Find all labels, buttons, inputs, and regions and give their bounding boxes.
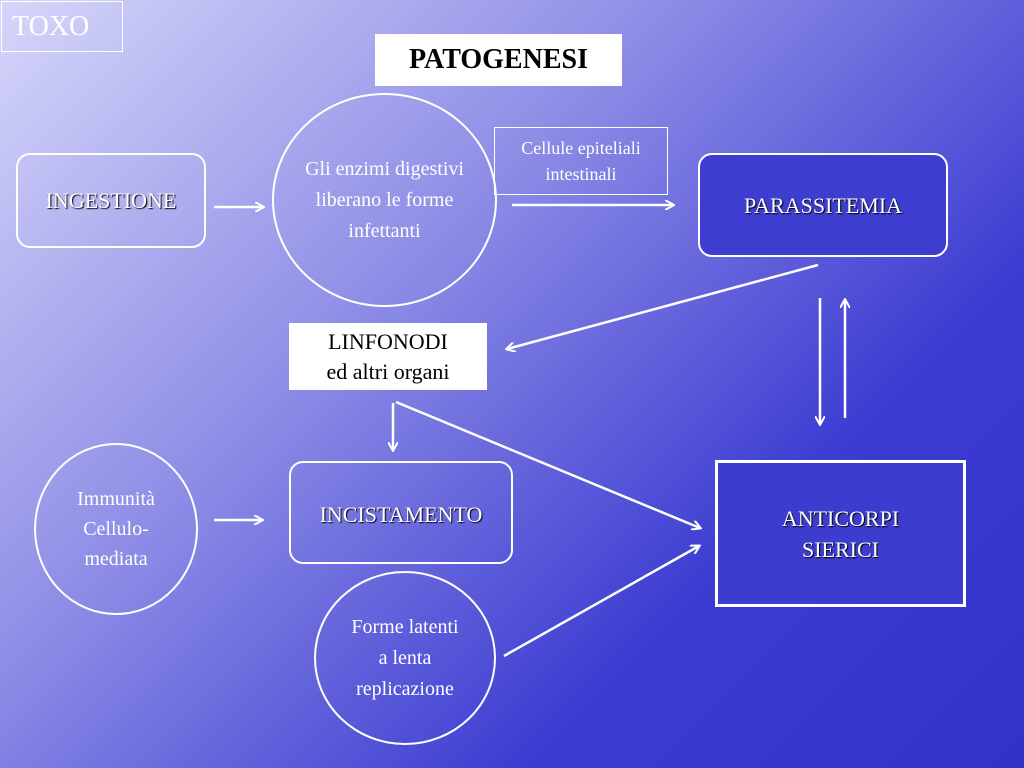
node-ingestione: INGESTIONE (16, 153, 206, 248)
node-cellule-line2: intestinali (545, 164, 617, 184)
node-forme: Forme latenti a lenta replicazione (314, 571, 496, 745)
node-linfonodi-line2: ed altri organi (326, 358, 450, 384)
node-enzimi-line2: liberano le forme (315, 188, 454, 211)
node-incistamento-label: INCISTAMENTO (319, 502, 483, 527)
node-cellule: Cellule epiteliali intestinali (494, 127, 668, 195)
arrow-linfonodi-anticorpi (395, 400, 700, 528)
node-enzimi-line1: Gli enzimi digestivi (305, 157, 464, 180)
title: PATOGENESI (409, 44, 588, 75)
node-ingestione-label: INGESTIONE (45, 188, 177, 213)
node-anticorpi: ANTICORPI SIERICI (715, 460, 966, 607)
node-forme-line2: a lenta (378, 646, 432, 669)
node-immunita-line2: Cellulo- (83, 518, 149, 540)
node-immunita-line1: Immunità (77, 488, 155, 510)
node-anticorpi-line1: ANTICORPI (781, 505, 900, 531)
arrow-forme-anticorpi (503, 546, 699, 658)
node-enzimi: Gli enzimi digestivi liberano le forme i… (272, 93, 497, 307)
node-forme-line1: Forme latenti (351, 615, 459, 638)
title-box: PATOGENESI (375, 34, 622, 86)
corner-label-box: TOXO (1, 1, 123, 52)
node-linfonodi: LINFONODI ed altri organi (289, 323, 487, 390)
node-cellule-line1: Cellule epiteliali (521, 138, 641, 158)
node-linfonodi-line1: LINFONODI (328, 328, 448, 354)
node-enzimi-line3: infettanti (348, 219, 421, 242)
node-forme-line3: replicazione (356, 677, 454, 700)
node-parassitemia-label: PARASSITEMIA (743, 192, 903, 218)
node-parassitemia: PARASSITEMIA (698, 153, 948, 257)
arrow-parassitemia-linfonodi (507, 263, 819, 349)
node-incistamento: INCISTAMENTO (289, 461, 513, 564)
node-immunita: Immunità Cellulo- mediata (34, 443, 198, 615)
node-immunita-line3: mediata (84, 548, 148, 570)
node-anticorpi-line2: SIERICI (802, 536, 879, 562)
corner-label: TOXO (12, 10, 90, 42)
